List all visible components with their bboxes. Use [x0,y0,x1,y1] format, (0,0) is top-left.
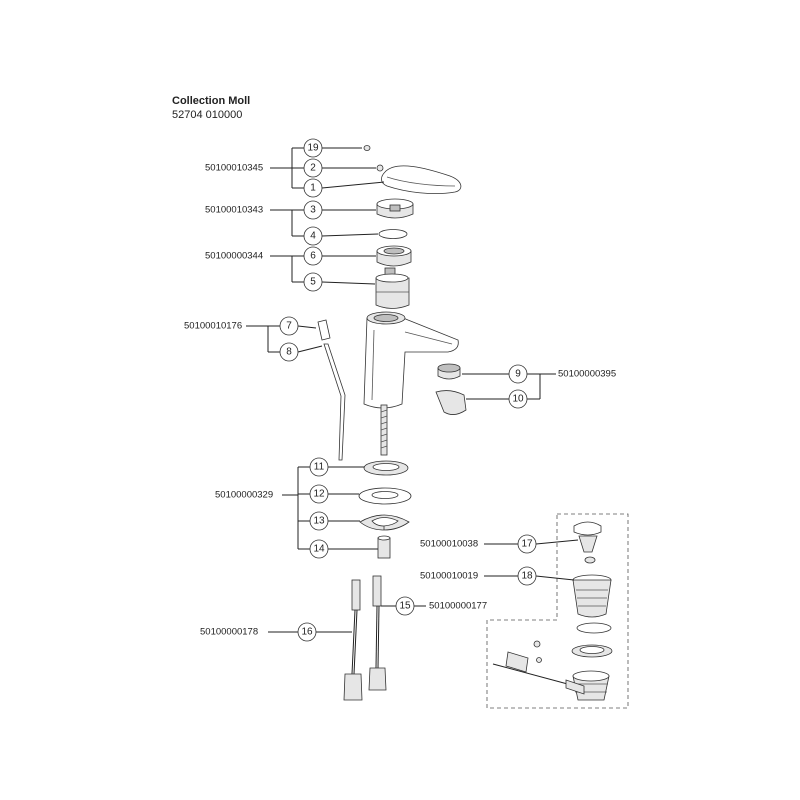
part-number: 4 [310,231,316,242]
callout-6: 6 [303,246,323,266]
callout-7: 7 [279,316,299,336]
callout-15: 15 [395,596,415,616]
order-code-50100010343: 50100010343 [205,205,263,216]
part-13-horseshoe-drawing [359,514,410,531]
order-code-50100010345: 50100010345 [205,163,263,174]
part-number: 19 [307,143,319,154]
order-code-50100010019: 50100010019 [420,571,478,582]
order-code-50100010176: 50100010176 [184,321,242,332]
part-4-ring-drawing [378,229,408,239]
part-number: 15 [399,601,411,612]
part-6-nut-drawing [376,245,412,267]
callout-17: 17 [517,534,537,554]
part-number: 11 [314,462,325,473]
part-14-nut-drawing [377,535,391,559]
order-code-50100000329: 50100000329 [215,490,273,501]
part-number: 17 [521,539,533,550]
part-number: 8 [286,347,292,358]
waste-set-outline [486,513,629,709]
part-16-hose-drawing [343,579,363,701]
order-code-50100000395: 50100000395 [558,369,616,380]
callout-16: 16 [297,622,317,642]
callout-18: 18 [517,566,537,586]
part-number: 9 [515,369,521,380]
leader-lines [246,147,579,633]
order-code-50100000344: 50100000344 [205,251,263,262]
part-9-aerator-drawing [437,363,461,380]
part-10-housing-drawing [435,390,467,415]
callout-12: 12 [309,484,329,504]
callout-4: 4 [303,226,323,246]
callout-11: 11 [309,457,329,477]
part-17-plug-drawing [573,521,602,553]
part-number: 6 [310,251,316,262]
callout-19: 19 [303,138,323,158]
callout-2: 2 [303,158,323,178]
order-code-50100000178: 50100000178 [200,627,258,638]
callout-10: 10 [508,389,528,409]
callout-13: 13 [309,511,329,531]
part-number: 1 [310,183,316,194]
callout-8: 8 [279,342,299,362]
faucet-body-drawing [363,311,459,409]
part-number: 14 [313,544,325,555]
part-18-waste-drawing [571,556,613,701]
part-number: 3 [310,205,316,216]
article-number: 52704 010000 [172,109,243,121]
order-code-50100000177: 50100000177 [429,601,487,612]
callout-14: 14 [309,539,329,559]
threaded-rod-drawing [380,404,388,456]
part-number: 13 [313,516,325,527]
part-5-cartridge-drawing [375,267,410,309]
collection-title: Collection Moll [172,95,251,107]
callout-5: 5 [303,272,323,292]
part-number: 18 [521,571,533,582]
part-2-screw-drawing [376,164,384,172]
callout-1: 1 [303,178,323,198]
part-number: 2 [310,163,316,174]
part-15-hose-drawing [368,575,387,691]
part-12-washer-drawing [358,487,412,505]
part-number: 10 [512,394,524,405]
callout-3: 3 [303,200,323,220]
waste-linkage-drawing [492,640,585,695]
part-number: 7 [286,321,292,332]
part-number: 12 [313,489,325,500]
part-3-cap-drawing [376,198,414,219]
order-code-50100010038: 50100010038 [420,539,478,550]
part-7-sleeve-drawing [317,319,331,341]
part-19-screw-drawing [363,145,371,151]
callout-9: 9 [508,364,528,384]
part-8-rod-drawing [323,343,346,461]
part-1-lever-drawing [381,165,462,194]
part-number: 5 [310,277,316,288]
part-number: 16 [301,627,313,638]
part-11-washer-drawing [363,460,409,476]
